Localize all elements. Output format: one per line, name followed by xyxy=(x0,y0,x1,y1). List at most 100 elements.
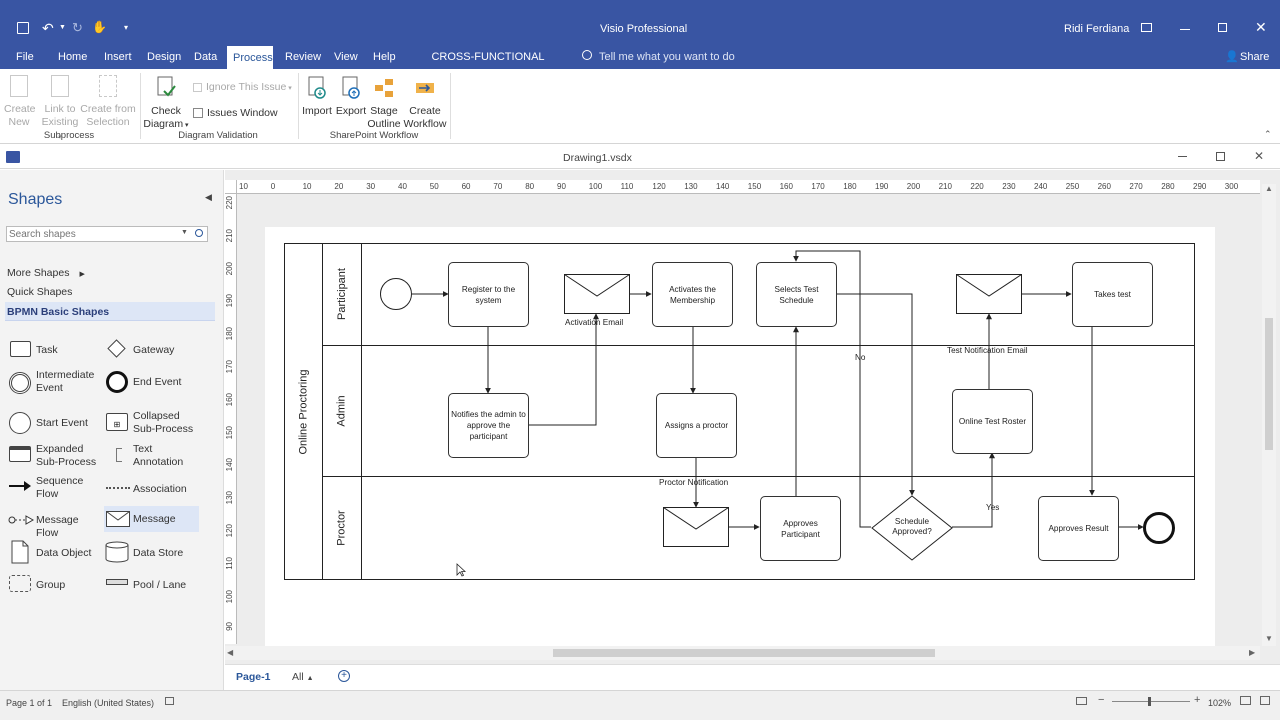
task-assigns-proctor[interactable]: Assigns a proctor xyxy=(656,393,737,458)
scroll-up-icon[interactable]: ▲ xyxy=(1265,184,1273,193)
scroll-left-icon[interactable]: ◀ xyxy=(227,648,234,657)
tab-design[interactable]: Design xyxy=(147,51,182,63)
search-icon[interactable] xyxy=(195,229,203,237)
insert-page-icon[interactable]: + xyxy=(338,670,350,682)
tab-review[interactable]: Review xyxy=(285,51,322,63)
vertical-scroll-thumb[interactable] xyxy=(1265,318,1273,450)
search-shapes-box[interactable]: ▼ xyxy=(6,226,208,242)
tab-view[interactable]: View xyxy=(334,51,358,63)
restore-icon[interactable] xyxy=(1218,23,1227,32)
task-approves-participant[interactable]: Approves Participant xyxy=(760,496,841,561)
end-event[interactable] xyxy=(1143,512,1175,544)
macro-record-icon[interactable] xyxy=(165,697,174,705)
zoom-in-button[interactable]: + xyxy=(1194,694,1201,706)
shape-collapsed-subprocess[interactable]: ⊞ Collapsed Sub-Process xyxy=(104,409,204,437)
share-icon[interactable]: 👤 xyxy=(1225,51,1239,63)
shape-start-event[interactable]: Start Event xyxy=(7,411,103,435)
language-status[interactable]: English (United States) xyxy=(62,698,155,708)
shape-intermediate-event[interactable]: Intermediate Event xyxy=(7,368,103,396)
task-activates-membership[interactable]: Activates the Membership xyxy=(652,262,733,327)
task-takes-test[interactable]: Takes test xyxy=(1072,262,1153,327)
more-shapes-menu[interactable]: More Shapes▶ xyxy=(7,267,85,279)
scroll-down-icon[interactable]: ▼ xyxy=(1265,634,1273,643)
drawing-page[interactable]: Online Proctoring Participant Admin Proc… xyxy=(265,227,1215,647)
undo-dropdown-icon[interactable]: ▼ xyxy=(59,24,66,31)
quick-shapes-link[interactable]: Quick Shapes xyxy=(7,286,73,298)
message-test-notification[interactable] xyxy=(956,274,1022,314)
tab-process[interactable]: Process xyxy=(227,46,273,69)
presentation-mode-icon[interactable] xyxy=(1076,697,1087,705)
search-dropdown-icon[interactable]: ▼ xyxy=(181,229,188,236)
task-selects-test-schedule[interactable]: Selects Test Schedule xyxy=(756,262,837,327)
tab-help[interactable]: Help xyxy=(373,51,396,63)
shape-pool-lane[interactable]: Pool / Lane xyxy=(104,572,200,596)
task-online-test-roster[interactable]: Online Test Roster xyxy=(952,389,1033,454)
horizontal-scroll-thumb[interactable] xyxy=(553,649,935,657)
task-register[interactable]: Register to the system xyxy=(448,262,529,327)
close-icon[interactable]: ✕ xyxy=(1255,19,1267,35)
vertical-scrollbar[interactable]: ▲ ▼ xyxy=(1262,184,1276,646)
shape-end-event[interactable]: End Event xyxy=(104,370,200,394)
tab-cross-functional-flowchart[interactable]: CROSS-FUNCTIONAL FLOWCHART xyxy=(431,51,545,87)
horizontal-scrollbar[interactable]: ◀ ▶ xyxy=(225,646,1260,660)
search-input[interactable] xyxy=(7,227,177,241)
pool-frame[interactable] xyxy=(284,243,1195,580)
zoom-level[interactable]: 102% xyxy=(1208,698,1232,708)
shape-message-flow[interactable]: Message Flow xyxy=(7,510,103,539)
tell-me-input[interactable]: Tell me what you want to do xyxy=(599,51,735,63)
shape-data-object[interactable]: Data Object xyxy=(7,539,103,565)
page-number-status[interactable]: Page 1 of 1 xyxy=(6,698,53,708)
issues-window-checkbox[interactable]: Issues Window xyxy=(193,107,293,120)
shape-data-store[interactable]: Data Store xyxy=(104,539,200,565)
checkbox-icon[interactable] xyxy=(193,108,203,119)
tab-data[interactable]: Data xyxy=(194,51,218,63)
shape-message[interactable]: Message xyxy=(104,506,199,532)
message-proctor-notification[interactable] xyxy=(663,507,729,547)
switch-windows-icon[interactable] xyxy=(1260,696,1270,705)
shape-text-annotation[interactable]: Text Annotation xyxy=(104,442,200,470)
message-activation-email[interactable] xyxy=(564,274,630,314)
export-button[interactable]: Export xyxy=(334,75,368,118)
doc-close-icon[interactable]: ✕ xyxy=(1254,149,1265,163)
share-button[interactable]: Share xyxy=(1240,51,1270,63)
tab-home[interactable]: Home xyxy=(58,51,88,63)
collapse-shapes-icon[interactable]: ◀ xyxy=(205,192,212,202)
customize-qat-icon[interactable]: ▾ xyxy=(124,23,129,32)
shape-expanded-subprocess[interactable]: Expanded Sub-Process xyxy=(7,442,103,470)
doc-maximize-icon[interactable] xyxy=(1216,152,1225,161)
tab-insert[interactable]: Insert xyxy=(104,51,132,63)
zoom-slider[interactable] xyxy=(1112,701,1190,702)
task-notifies-admin[interactable]: Notifies the admin to approve the partic… xyxy=(448,393,529,458)
shape-group[interactable]: Group xyxy=(7,572,103,596)
zoom-out-button[interactable]: − xyxy=(1098,694,1105,706)
user-name[interactable]: Ridi Ferdiana xyxy=(1064,23,1130,35)
import-button[interactable]: Import xyxy=(300,75,334,118)
ruler-tick-label: 270 xyxy=(1129,182,1143,191)
minimize-icon[interactable] xyxy=(1180,29,1190,30)
fit-page-icon[interactable] xyxy=(1240,696,1251,705)
document-title: Drawing1.vsdx xyxy=(563,152,632,164)
doc-minimize-icon[interactable] xyxy=(1178,156,1187,157)
all-pages-tab[interactable]: All ▲ xyxy=(292,671,314,683)
zoom-slider-thumb[interactable] xyxy=(1148,697,1151,706)
save-icon[interactable] xyxy=(17,22,29,34)
ribbon-display-options-icon[interactable] xyxy=(1141,23,1152,32)
shape-association[interactable]: Association xyxy=(104,479,200,503)
shape-sequence-flow[interactable]: Sequence Flow xyxy=(7,475,103,503)
collapse-ribbon-icon[interactable]: ⌃ xyxy=(1264,129,1272,139)
gateway-schedule-approved[interactable] xyxy=(871,495,953,561)
tab-file[interactable]: File xyxy=(16,51,34,63)
undo-icon[interactable]: ↶ xyxy=(42,20,54,36)
page-tab-page-1[interactable]: Page-1 xyxy=(236,671,271,683)
task-approves-result[interactable]: Approves Result xyxy=(1038,496,1119,561)
stencil-bpmn-basic[interactable]: BPMN Basic Shapes xyxy=(5,302,215,321)
start-event[interactable] xyxy=(380,278,412,310)
touch-mode-icon[interactable]: ✋ xyxy=(92,20,107,34)
scroll-right-icon[interactable]: ▶ xyxy=(1249,648,1256,657)
shape-gateway[interactable]: Gateway xyxy=(104,338,200,362)
shape-task[interactable]: Task xyxy=(7,338,103,362)
